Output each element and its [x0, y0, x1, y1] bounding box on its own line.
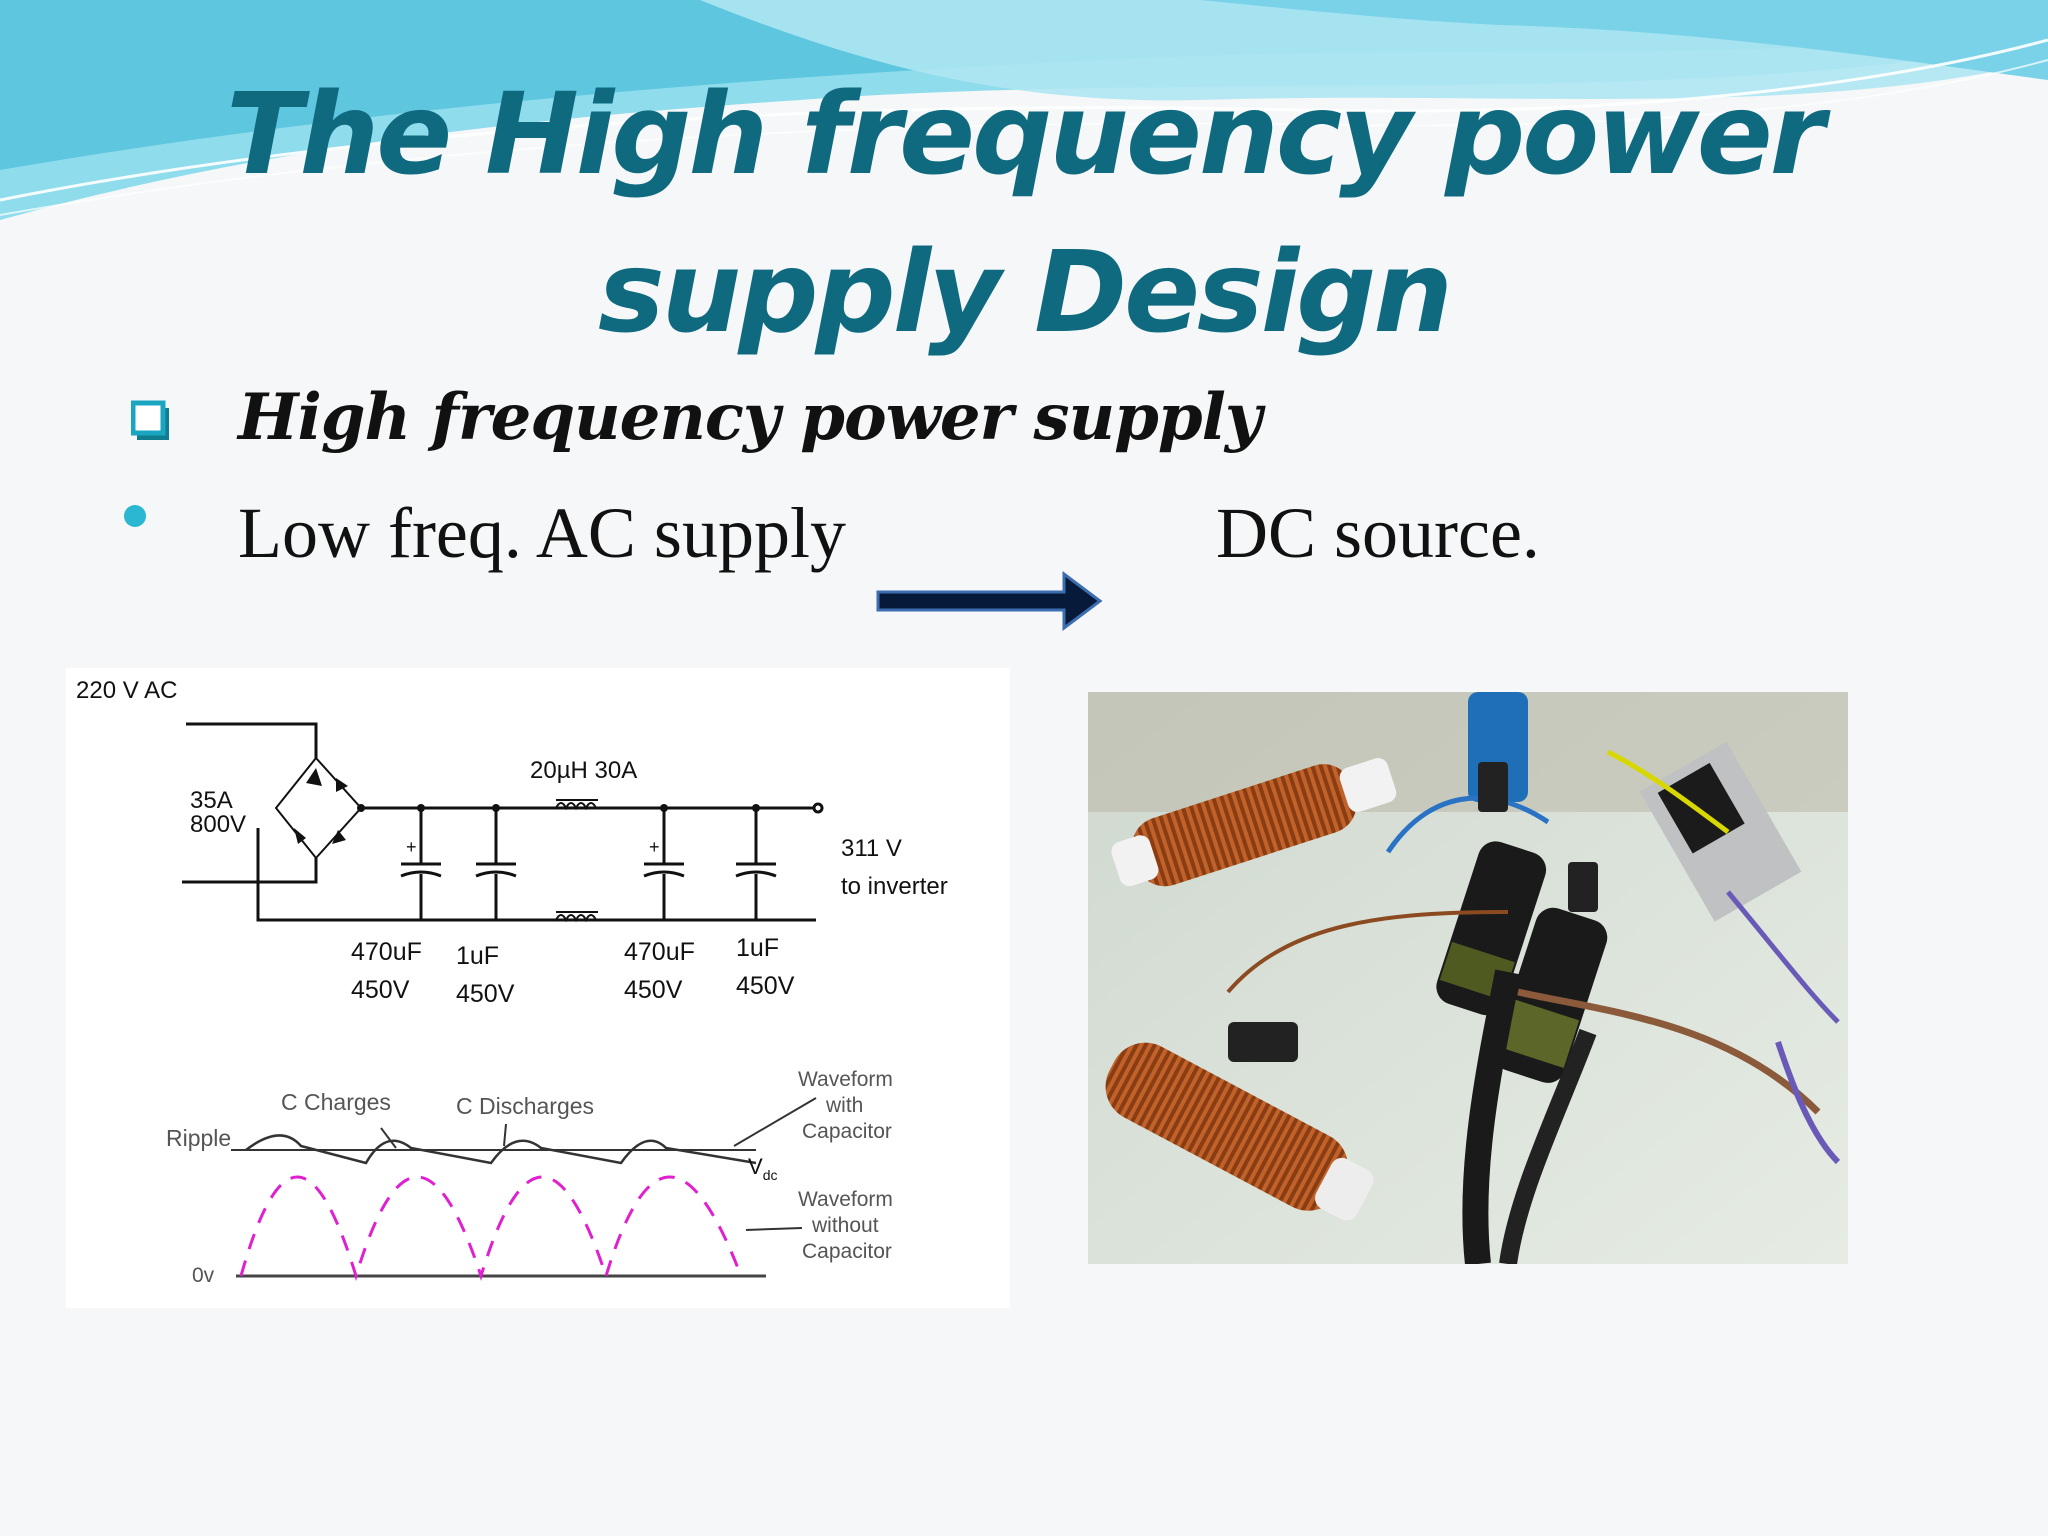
- waveform-without-label-1: Waveform: [798, 1188, 893, 1211]
- rectifier-circuit-diagram: + + 220 V AC 35A 800V 20µH 30A 311 V to …: [66, 668, 1010, 1308]
- waveform-discharges-label: C Discharges: [456, 1093, 594, 1119]
- round-bullet-icon: [124, 505, 146, 527]
- slide-title-line2: supply Design: [597, 228, 1453, 358]
- input-label: 220 V AC: [76, 677, 177, 704]
- waveform-with-label-1: Waveform: [798, 1068, 893, 1091]
- rectifier-label-1: 35A: [190, 787, 233, 814]
- waveform-with-label-3: Capacitor: [802, 1120, 892, 1143]
- cap1-voltage: 450V: [351, 976, 410, 1004]
- cap1-value: 470uF: [351, 938, 422, 966]
- cap2-value: 1uF: [456, 942, 499, 970]
- cap2-voltage: 450V: [456, 980, 515, 1008]
- bullet-heading: High frequency power supply: [238, 380, 1262, 455]
- checkbox-bullet-icon: [131, 400, 169, 440]
- rectifier-label-2: 800V: [190, 811, 246, 838]
- output-label-1: 311 V: [841, 835, 902, 862]
- output-label-2: to inverter: [841, 873, 948, 900]
- waveform-ripple-label: Ripple: [166, 1125, 231, 1151]
- cap3-value: 470uF: [624, 938, 695, 966]
- waveform-without-label-3: Capacitor: [802, 1240, 892, 1263]
- waveform-charges-label: C Charges: [281, 1089, 391, 1115]
- waveform-with-label-2: with: [825, 1094, 863, 1117]
- vdc-label: Vdc: [748, 1154, 777, 1183]
- plus-mark: +: [649, 837, 660, 857]
- waveform-zero-label: 0v: [192, 1264, 215, 1287]
- waveform-without-label-2: without: [811, 1214, 879, 1237]
- ripple-waveform: [231, 1097, 817, 1282]
- bullet-text-left: Low freq. AC supply: [238, 493, 846, 573]
- cap4-value: 1uF: [736, 934, 779, 962]
- bullet-text-right: DC source.: [1216, 493, 1540, 573]
- cap3-voltage: 450V: [624, 976, 683, 1004]
- inductor-label: 20µH 30A: [530, 757, 637, 784]
- hardware-photo: [1088, 692, 1848, 1264]
- cap4-voltage: 450V: [736, 972, 795, 1000]
- header-swoosh: [0, 0, 2048, 220]
- plus-mark: +: [406, 837, 417, 857]
- slide-title-line1: The High frequency power: [226, 70, 1825, 200]
- right-arrow-icon: [876, 571, 1103, 631]
